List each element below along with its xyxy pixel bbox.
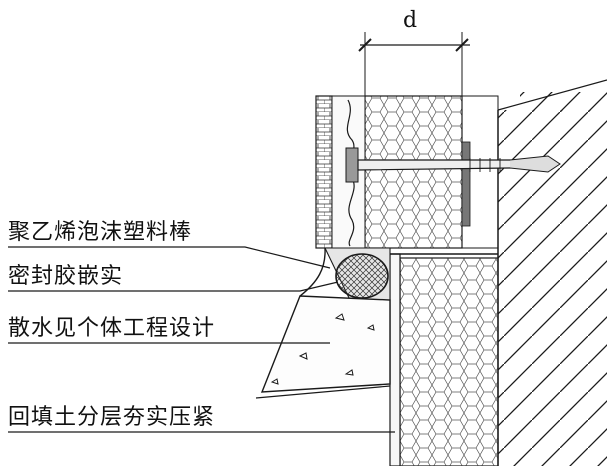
leader-lines [8,246,395,433]
apron-slab [260,295,391,393]
label-backfill: 回填土分层夯实压紧 [8,405,216,430]
dimension-label: d [403,8,418,33]
leader-foam-rod [8,246,331,269]
lower-insulation-board [389,253,499,466]
upper-insulation-board [364,95,499,249]
label-foam-rod: 聚乙烯泡沫塑料棒 [8,220,193,245]
anchor-bolt [345,147,561,183]
label-sealant: 密封胶嵌实 [8,264,124,289]
backfill-line [255,385,391,399]
foam-rod-and-sealant [299,247,391,301]
leader-sealant [8,281,339,292]
dimension-line [358,32,470,96]
structural-wall [497,79,607,466]
label-apron: 散水见个体工程设计 [8,316,216,341]
